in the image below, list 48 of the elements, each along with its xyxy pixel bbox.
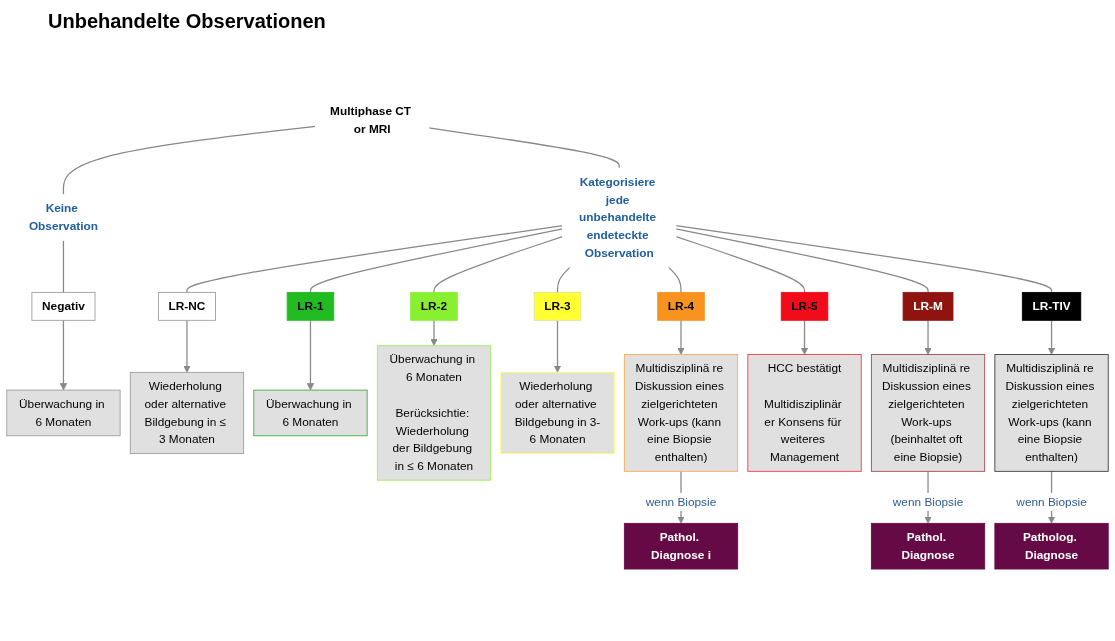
node-box: Multidisziplinä re Diskussion eines zielgerichteten Work-ups (beinhaltet oft eine Biopsie) xyxy=(870,354,986,472)
connector xyxy=(62,125,317,196)
arrow xyxy=(430,319,438,347)
connector xyxy=(675,225,1053,294)
node-box: HCC bestätigt Multidisziplinär er Konsens für weiteres Management xyxy=(747,354,862,472)
node-box: LR-5 xyxy=(780,291,829,321)
node-box: Pathol. Diagnose xyxy=(870,522,986,570)
diagram-title: Unbehandelte Observationen xyxy=(48,10,326,33)
connector xyxy=(186,225,564,294)
node-text: Multiphase CT or MRI xyxy=(330,103,412,136)
node-text: Kategorisiere jede unbehandelte endeteckte Observation xyxy=(579,174,657,260)
arrow xyxy=(183,319,191,373)
node-box: LR-TIV xyxy=(1021,291,1082,321)
node-box: LR-2 xyxy=(410,291,458,321)
connector xyxy=(62,239,65,294)
connector xyxy=(309,228,564,294)
arrow xyxy=(677,319,685,355)
node-box: Pathol. Diagnose i xyxy=(623,522,739,570)
node-box: Überwachung in 6 Monaten Berücksichtie: Wiederholung der Bildgebung in ≤ 6 Monaten xyxy=(376,345,492,481)
connector xyxy=(675,228,929,294)
node-box: Patholog. Diagnose xyxy=(994,522,1109,570)
node-box: LR-4 xyxy=(657,291,705,321)
arrow xyxy=(924,319,932,355)
connector xyxy=(675,235,806,294)
edge-label: wenn Biopsie xyxy=(892,494,964,509)
connector xyxy=(428,127,620,169)
node-text: Keine Observation xyxy=(28,201,98,233)
node-box: Überwachung in 6 Monaten xyxy=(6,389,121,437)
arrow xyxy=(306,319,315,391)
node-box: LR-3 xyxy=(533,291,582,321)
connector xyxy=(667,266,682,294)
node-box: Negativ xyxy=(31,291,96,321)
node-box: Multidisziplinä re Diskussion eines zielgerichteten Work-ups (kann eine Biopsie enthalten) xyxy=(623,354,739,472)
node-box: LR-M xyxy=(902,291,954,321)
node-box: Überwachung in 6 Monaten xyxy=(253,389,368,437)
node-box: Wiederholung oder alternative Bildgebung in 3-6 Monaten xyxy=(500,371,615,454)
arrow xyxy=(553,319,562,373)
node-box: Wiederholung oder alternative Bildgebung in ≤ 3 Monaten xyxy=(129,371,245,454)
node-box: LR-1 xyxy=(286,291,335,321)
arrow xyxy=(59,319,68,391)
connector xyxy=(556,266,571,294)
edge-label: wenn Biopsie xyxy=(1016,494,1087,509)
arrow xyxy=(1047,319,1056,355)
node-box: LR-NC xyxy=(157,291,216,321)
arrow xyxy=(800,319,809,355)
node-box: Multidisziplinä re Diskussion eines zielgerichteten Work-ups (kann eine Biopsie enthalten) xyxy=(994,354,1109,472)
edge-label: wenn Biopsie xyxy=(645,494,717,509)
connector xyxy=(433,235,564,294)
